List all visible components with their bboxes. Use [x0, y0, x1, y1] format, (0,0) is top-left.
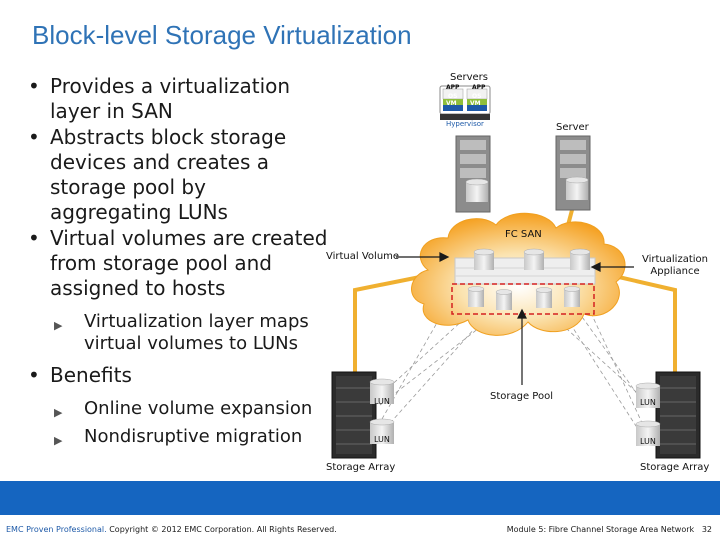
bullet-list: • Provides a virtualization layer in SAN… — [28, 74, 328, 448]
arrow-right-icon: ▶ — [54, 434, 63, 447]
sub-bullet-item: ▶ Virtualization layer maps virtual volu… — [28, 311, 328, 355]
sub-bullet-text: Virtualization layer maps virtual volume… — [84, 311, 309, 354]
bullet-dot-icon: • — [28, 226, 40, 250]
servers-label: Servers — [450, 72, 489, 83]
app-label: APP — [446, 84, 460, 91]
footer: EMC Proven Professional. Copyright © 201… — [0, 518, 720, 540]
sub-bullet-text: Online volume expansion — [84, 398, 313, 419]
os-label: OS — [448, 93, 458, 100]
bullet-item: • Virtual volumes are created from stora… — [28, 226, 328, 301]
page-number: 32 — [701, 525, 712, 534]
footer-copyright: EMC Proven Professional. Copyright © 201… — [6, 525, 337, 534]
bullet-dot-icon: • — [28, 125, 40, 149]
vm-label: VM — [446, 100, 457, 107]
server-tower-right — [555, 135, 591, 211]
bullet-dot-icon: • — [28, 363, 40, 387]
footer-module: Module 5: Fibre Channel Storage Area Net… — [507, 525, 712, 534]
storage-array-left — [331, 371, 377, 459]
storage-array-label: Storage Array — [326, 462, 396, 473]
bullet-text: Provides a virtualization layer in SAN — [50, 74, 291, 123]
footer-module-text: Module 5: Fibre Channel Storage Area Net… — [506, 525, 695, 534]
bullet-item: • Abstracts block storage devices and cr… — [28, 125, 328, 225]
bullet-text: Benefits — [50, 363, 132, 387]
fc-san-label: FC SAN — [505, 229, 542, 240]
slide-title: Block-level Storage Virtualization — [32, 20, 412, 50]
bullet-text: Virtual volumes are created from storage… — [50, 226, 328, 300]
diagram-graphic — [331, 85, 701, 459]
storage-array-label: Storage Array — [640, 462, 710, 473]
hypervisor-label: Hypervisor — [446, 120, 484, 128]
storage-pool-label: Storage Pool — [490, 391, 553, 402]
sub-bullet-item: ▶ Online volume expansion — [28, 398, 328, 420]
bullet-item: • Benefits — [28, 363, 328, 388]
sub-bullet-text: Nondisruptive migration — [84, 426, 303, 447]
footer-bar — [0, 481, 720, 515]
lun-cylinders — [369, 378, 661, 446]
hypervisor-host — [439, 85, 491, 120]
footer-brand: EMC Proven Professional. — [6, 525, 107, 534]
sub-bullet-item: ▶ Nondisruptive migration — [28, 426, 328, 448]
os-label: OS — [472, 93, 482, 100]
server-tower-left — [455, 135, 491, 213]
storage-array-right — [655, 371, 701, 459]
arrow-right-icon: ▶ — [54, 319, 63, 332]
arrow-right-icon: ▶ — [54, 406, 63, 419]
lun-label: LUN — [374, 397, 390, 406]
storage-virtualization-diagram: Servers APP APP OS OS VM VM Hypervisor S… — [300, 60, 720, 480]
storage-pool-cylinders — [467, 286, 581, 310]
bullet-text: Abstracts block storage devices and crea… — [50, 125, 287, 224]
bullet-item: • Provides a virtualization layer in SAN — [28, 74, 328, 124]
lun-label: LUN — [374, 435, 390, 444]
bullet-dot-icon: • — [28, 74, 40, 98]
lun-label: LUN — [640, 398, 656, 407]
vm-label: VM — [470, 100, 481, 107]
virtual-volume-cylinders — [473, 248, 591, 270]
virtual-volume-label: Virtual Volume — [326, 251, 400, 262]
virtualization-appliance-label: Virtualization Appliance — [642, 254, 708, 277]
lun-label: LUN — [640, 437, 656, 446]
server-label: Server — [556, 122, 589, 133]
footer-copyright-text: Copyright © 2012 EMC Corporation. All Ri… — [106, 525, 337, 534]
app-label: APP — [472, 84, 486, 91]
